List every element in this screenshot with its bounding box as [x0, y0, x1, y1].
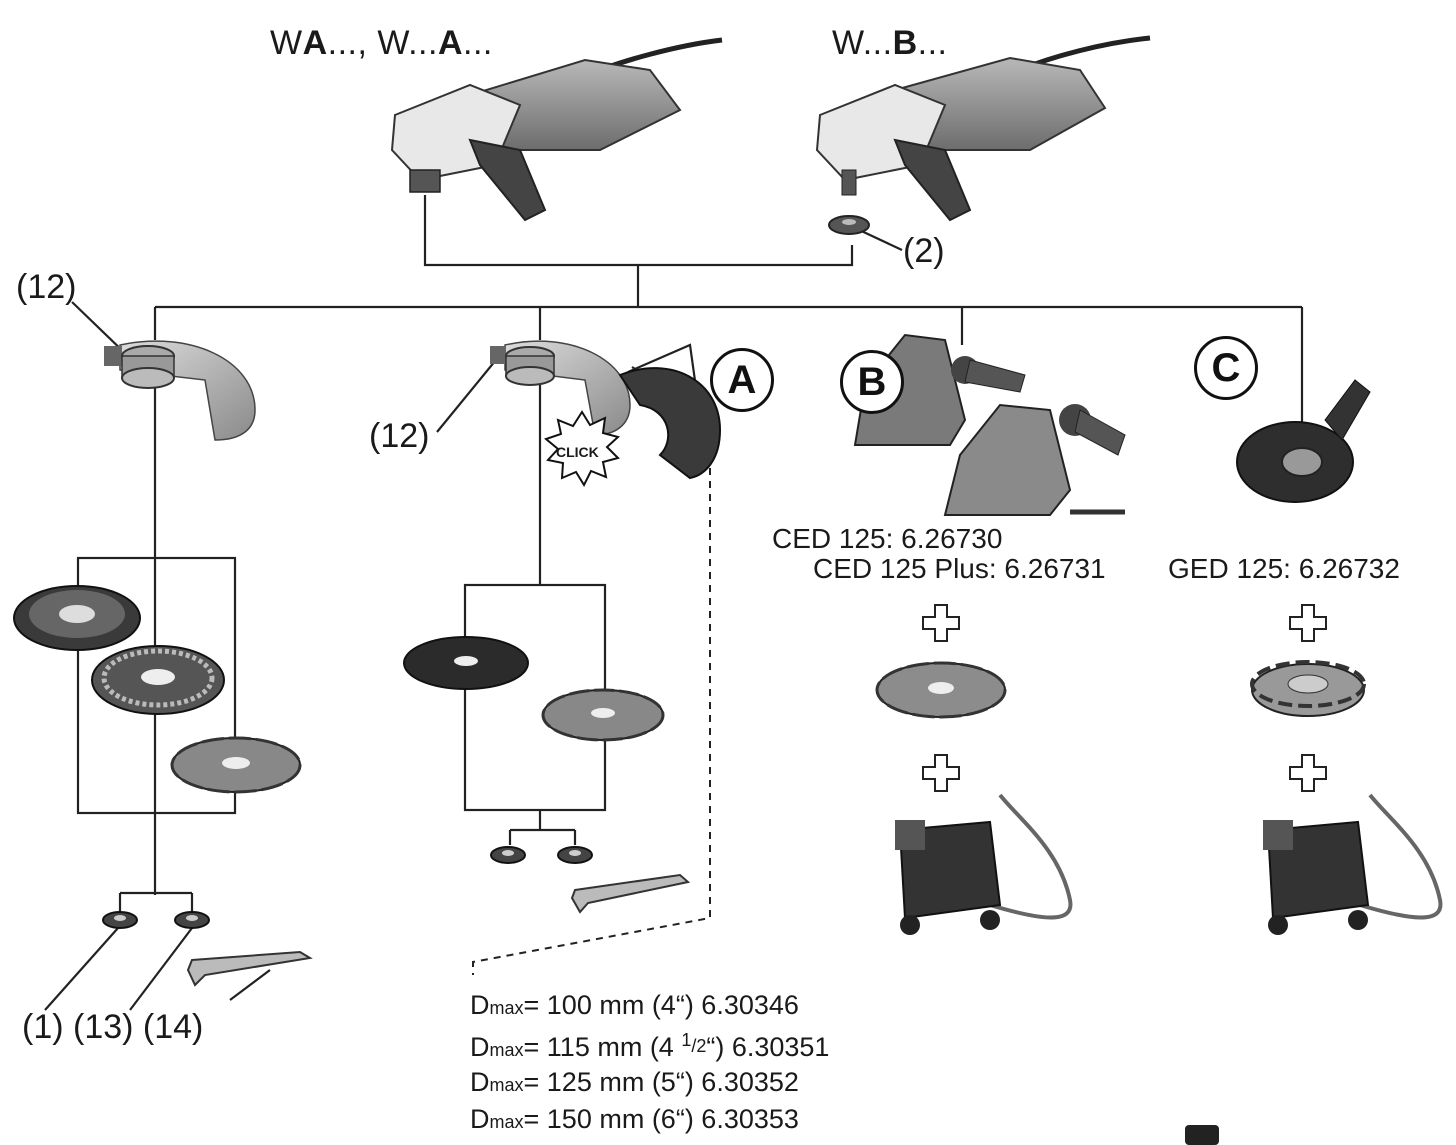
angle-grinder-type-b	[815, 35, 1151, 235]
spanner-icon	[186, 950, 313, 987]
plus-icon	[922, 754, 960, 792]
clamping-nut-icon	[174, 911, 210, 929]
model-label-a: WA..., W...A...	[270, 24, 493, 62]
dmax-row-125: Dmax= 125 mm (5“) 6.30352	[470, 1067, 799, 1097]
plus-icon	[1289, 754, 1327, 792]
badge-c: C	[1194, 336, 1258, 400]
cutting-disc-icon	[403, 636, 529, 690]
cup-wheel-ged-icon	[1250, 660, 1366, 717]
vacuum-cleaner-icon	[1263, 793, 1443, 935]
callout-guard-left: (12)	[16, 268, 77, 306]
callout-bottom-parts: (1) (13) (14)	[22, 1008, 204, 1046]
guard-cover-attachment	[618, 367, 722, 480]
dmax-row-115: Dmax= 115 mm (4 1/2“) 6.30351	[470, 1030, 830, 1062]
callout-flange: (2)	[903, 232, 945, 270]
connector-lines	[44, 195, 1304, 1011]
diamond-blade-ced-icon	[875, 661, 1007, 719]
model-label-b: W...B...	[832, 24, 948, 62]
kit-ged: GED 125: 6.26732	[1168, 553, 1400, 584]
callout-guard-middle: (12)	[369, 417, 430, 455]
grinding-disc-icon	[13, 585, 141, 651]
cutting-guard-ced	[853, 333, 1126, 516]
dmax-row-150: Dmax= 150 mm (6“) 6.30353	[470, 1104, 799, 1134]
dmax-row-100: Dmax= 100 mm (4“) 6.30346	[470, 990, 799, 1020]
grinding-hood-ged	[1236, 379, 1371, 503]
angle-grinder-type-a	[390, 37, 723, 222]
kit-ced-plus: CED 125 Plus: 6.26731	[813, 553, 1106, 584]
flange-nut-mid-icon	[490, 846, 526, 864]
wheel-guard-middle	[490, 340, 631, 436]
wheel-guard-left	[104, 340, 256, 441]
plus-icon	[922, 604, 960, 642]
diamond-blade-icon	[170, 736, 302, 794]
clamping-nut-mid-icon	[557, 846, 593, 864]
badge-b: B	[840, 350, 904, 414]
diamond-blade-mid-icon	[541, 688, 665, 742]
kit-ced: CED 125: 6.26730	[772, 523, 1003, 554]
partial-accessory-icon	[1185, 1125, 1219, 1145]
flap-disc-icon	[91, 645, 225, 715]
click-label: CLICK	[556, 444, 599, 460]
badge-a: A	[710, 348, 774, 412]
plus-icon	[1289, 604, 1327, 642]
spanner-mid-icon	[570, 873, 691, 914]
click-burst-icon	[543, 410, 621, 488]
vacuum-cleaner-icon	[895, 793, 1073, 935]
flange-nut-icon	[102, 911, 138, 929]
